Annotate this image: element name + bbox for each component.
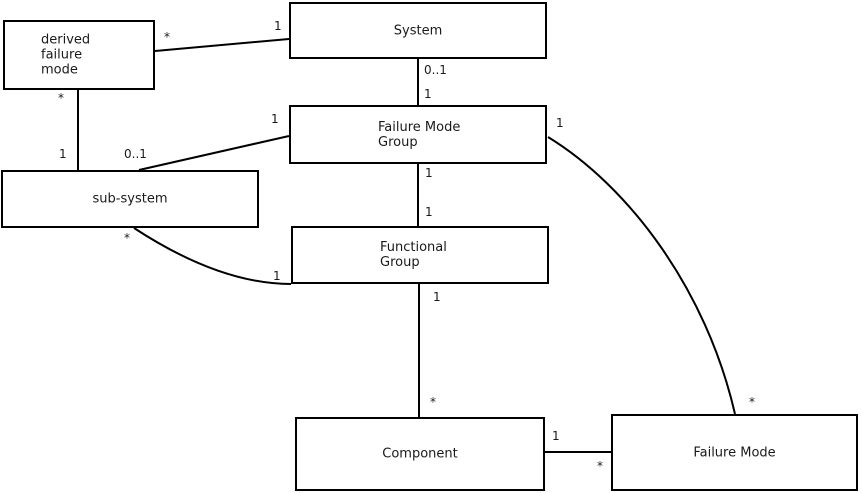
class-box-failure-mode-group[interactable]: Failure Mode Group — [289, 105, 547, 164]
multiplicity-functional-group-component-one: 1 — [433, 290, 441, 304]
class-label-failure-mode-group: Failure Mode Group — [378, 119, 461, 150]
class-box-sub-system[interactable]: sub-system — [1, 170, 259, 228]
class-label-component: Component — [382, 446, 458, 462]
edge-failure-mode-group-to-sub-system — [138, 135, 290, 171]
class-label-failure-mode: Failure Mode — [693, 445, 776, 460]
edge-sub-system-to-functional-group — [133, 227, 292, 285]
multiplicity-component-failure-mode-one: 1 — [552, 429, 560, 443]
multiplicity-functional-group-failure-mode-group-one: 1 — [425, 205, 433, 219]
multiplicity-failure-mode-group-failure-mode-one: 1 — [556, 116, 564, 130]
class-box-failure-mode[interactable]: Failure Mode — [611, 414, 858, 491]
class-label-system: System — [393, 23, 443, 38]
multiplicity-derived-failure-mode-sub-system-star: * — [58, 91, 64, 105]
multiplicity-failure-mode-component-star: * — [597, 459, 603, 473]
multiplicity-system-derived-failure-mode-one: 1 — [274, 19, 282, 33]
multiplicity-functional-group-sub-system-one: 1 — [273, 269, 281, 283]
multiplicity-failure-mode-group-system-one: 1 — [424, 87, 432, 101]
multiplicity-sub-system-failure-mode-group-zero-one: 0..1 — [124, 147, 147, 161]
multiplicity-sub-system-derived-failure-mode-one: 1 — [59, 147, 67, 161]
multiplicity-system-failure-mode-group-zero-one: 0..1 — [424, 63, 447, 77]
edge-derived-failure-mode-to-system — [154, 38, 290, 52]
multiplicity-failure-mode-failure-mode-group-star: * — [749, 395, 755, 409]
multiplicity-failure-mode-group-functional-group-one: 1 — [425, 166, 433, 180]
class-box-component[interactable]: Component — [295, 417, 545, 491]
class-box-functional-group[interactable]: Functional Group — [291, 226, 549, 284]
multiplicity-sub-system-functional-group-star: * — [124, 231, 130, 245]
class-box-derived-failure-mode[interactable]: derived failure mode — [3, 20, 155, 90]
class-label-functional-group: Functional Group — [380, 240, 447, 270]
class-label-derived-failure-mode: derived failure mode — [41, 32, 91, 78]
class-label-sub-system: sub-system — [92, 191, 168, 207]
class-box-system[interactable]: System — [289, 2, 547, 59]
edge-failure-mode-group-to-failure-mode — [547, 136, 736, 415]
multiplicity-derived-failure-mode-system-star: * — [164, 30, 170, 44]
multiplicity-failure-mode-group-sub-system-one: 1 — [271, 112, 279, 126]
multiplicity-component-functional-group-star: * — [430, 395, 436, 409]
